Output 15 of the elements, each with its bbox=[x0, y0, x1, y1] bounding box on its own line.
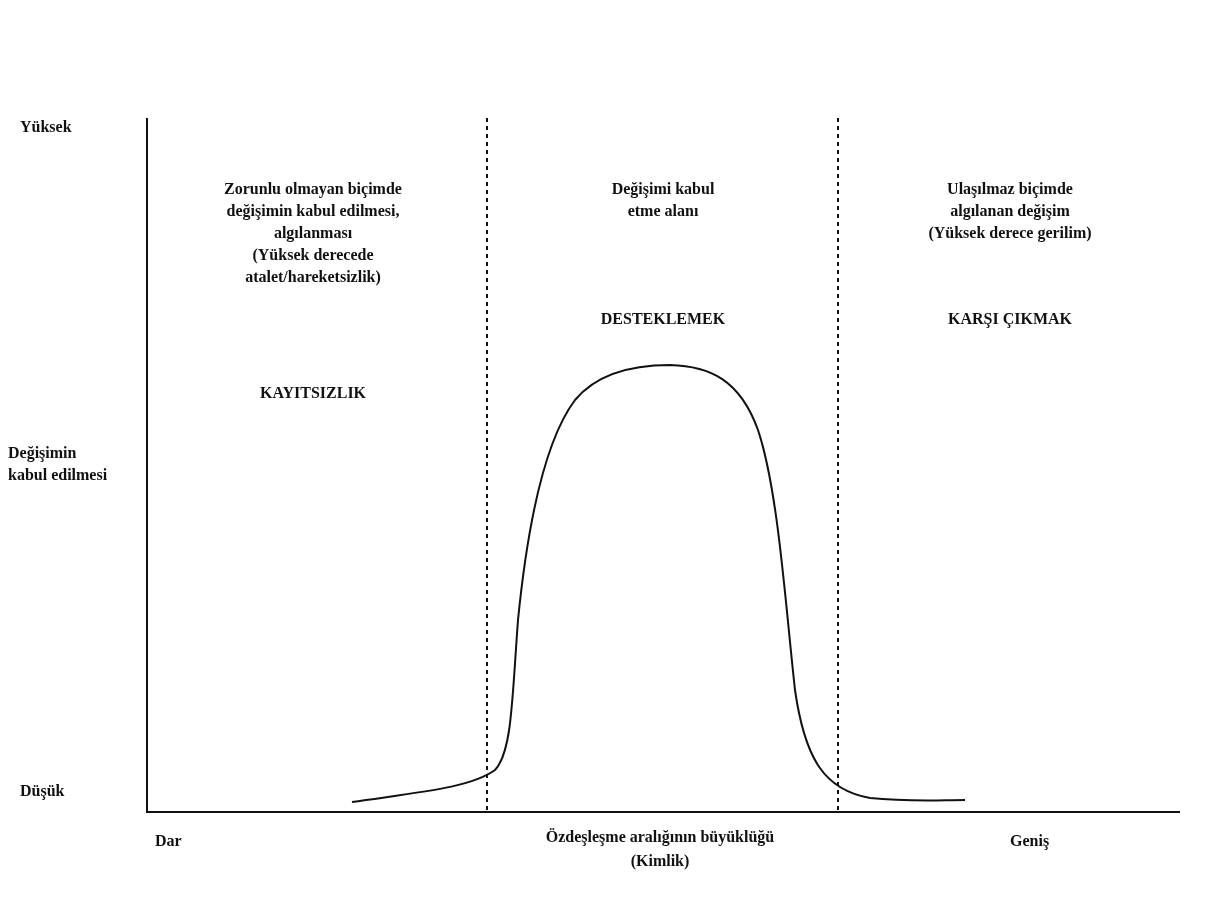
axis-label: Dar bbox=[155, 831, 183, 851]
zone-label: DESTEKLEMEK bbox=[599, 309, 727, 329]
axis-title: Özdeşleşme aralığının büyüklüğü bbox=[544, 827, 776, 848]
axis-label: Düşük bbox=[20, 781, 66, 802]
axis-label: Geniş bbox=[1010, 831, 1051, 852]
axis-title: Değişimin kabul edilmesi bbox=[8, 443, 108, 485]
zone-label: KARŞI ÇIKMAK bbox=[947, 309, 1073, 330]
zone-note: (Yüksek derece gerilim) bbox=[927, 223, 1093, 244]
zone-note: (Yüksek derecede atalet/hareketsizlik) bbox=[244, 245, 382, 288]
zone-heading: Zorunlu olmayan biçimde değişimin kabul edilmesi, algılanması bbox=[223, 179, 403, 244]
zone-label: KAYITSIZLIK bbox=[258, 383, 368, 403]
zone-heading: Değişimi kabul etme alanı bbox=[610, 179, 716, 221]
axis-label: Yüksek bbox=[20, 117, 73, 137]
zone-heading: Ulaşılmaz biçimde algılanan değişim bbox=[946, 179, 1074, 222]
axis-title: (Kimlik) bbox=[629, 851, 691, 872]
